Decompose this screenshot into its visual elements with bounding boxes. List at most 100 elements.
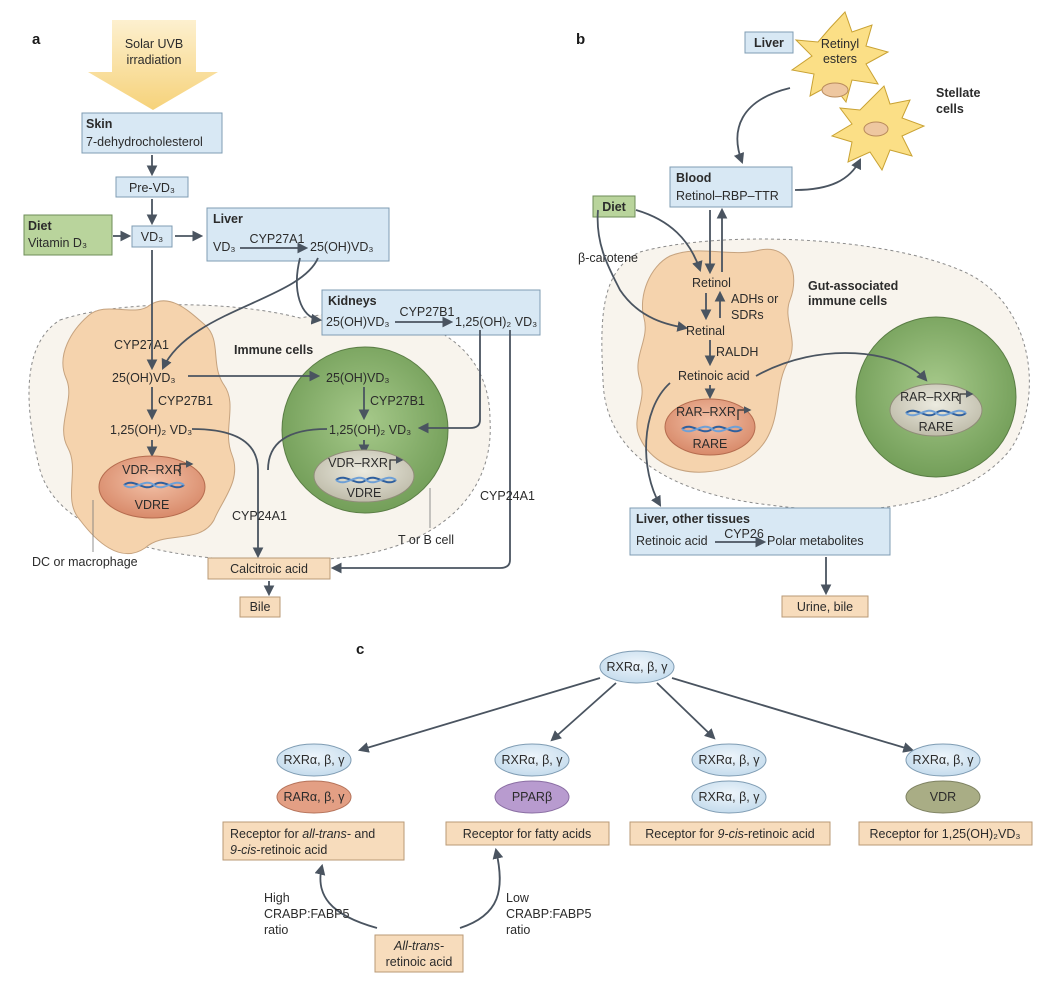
tissues-enzyme: CYP26 [724,527,764,541]
arrow-stellate-blood [733,87,791,165]
raldh-label: RALDH [716,345,758,359]
liver-enzyme: CYP27A1 [250,232,305,246]
arrow-diet-retinol [635,209,703,273]
bile-label: Bile [250,600,271,614]
t-or-b-cell-label: T or B cell [398,533,454,547]
arrow-atra-ppar [459,847,504,929]
blood-subtitle: Retinol–RBP–TTR [676,189,779,203]
low-ratio-1: Low [506,891,530,905]
tissues-title: Liver, other tissues [636,512,750,526]
retinal-label: Retinal [686,324,725,338]
dimer1-rxr-ellipse [276,743,352,777]
stellate-label-1: Stellate [936,86,981,100]
solar-label-1: Solar UVB [125,37,183,51]
retinol-label: Retinol [692,276,731,290]
liver-title-a: Liver [213,212,243,226]
arrow-dc-calcitroic [191,428,264,559]
kidneys-product: 1,25(OH)₂ VD₃ [455,315,537,329]
liver-vd3: VD₃ [213,240,235,254]
solar-uvb-arrow: Solar UVB irradiation [88,20,218,110]
vd3-box [131,225,173,248]
dimer3-desc: Receptor for 9-cis-retinoic acid [645,827,815,841]
tissues-ra: Retinoic acid [636,534,708,548]
diet-subtitle-a: Vitamin D₃ [28,236,87,250]
dimer3-rxr2-ellipse [691,780,767,814]
liver-product: 25(OH)VD₃ [310,240,373,254]
kidneys-enzyme: CYP27B1 [400,305,455,319]
rare-label: RARE [693,437,728,451]
adhs-label-1: ADHs or [731,292,778,306]
dimer1-rar-label: RARα, β, γ [284,790,346,804]
arrow-liver-dc [161,257,319,370]
arrow-kidneys-t [417,330,481,434]
gut-nucleus [889,383,983,437]
cyp24a1-right: CYP24A1 [480,489,535,503]
vd3-label: VD₃ [141,230,163,244]
t-vdr-rxr: VDR–RXR [328,456,388,470]
arrow-ra-gut-cell [755,352,928,382]
calcitroic-label: Calcitroic acid [230,562,308,576]
dimer2-rxr-label: RXRα, β, γ [502,753,564,767]
stellate-cell-1 [790,11,890,104]
dc-vdre: VDRE [135,498,170,512]
t-transcription-arrow [389,456,404,470]
dimer3-rxr2-label: RXRα, β, γ [699,790,761,804]
arrow-rxr-ppar [550,682,617,742]
dimer2-rxr-ellipse [494,743,570,777]
t-125ohvd3: 1,25(OH)₂ VD₃ [329,423,411,437]
atra-label-1: All-trans- [393,939,444,953]
dc-enzyme-1: CYP27A1 [114,338,169,352]
gut-label-1: Gut-associated [808,279,898,293]
dimer1-desc-line1: Receptor for all-trans- and [230,827,375,841]
gut-rar-rxr: RAR–RXR [900,390,960,404]
gut-rare: RARE [919,420,954,434]
dimer2-desc-box [445,821,610,846]
dimer4-desc: Receptor for 1,25(OH)₂VD₃ [870,827,1021,841]
diet-box-a: Diet Vitamin D₃ [23,214,113,256]
arrow-rxr-vdr [671,677,915,753]
dc-125ohvd3: 1,25(OH)₂ VD₃ [110,423,192,437]
tissues-box: Liver, other tissues Retinoic acid CYP26… [629,507,891,556]
dimer2-ppar-label: PPARβ [512,790,552,804]
arrow-kidneys-calcitroic [330,330,511,574]
cyp24a1-left: CYP24A1 [232,509,287,523]
dimer3-rxr-ellipse [691,743,767,777]
panel-a-label: a [32,31,41,48]
dimer2-desc: Receptor for fatty acids [463,827,592,841]
arrow-rxr-rar [357,677,601,753]
dc-vdr-rxr: VDR–RXR [122,463,182,477]
low-ratio-3: ratio [506,923,530,937]
high-ratio-1: High [264,891,290,905]
gut-label-2: immune cells [808,294,887,308]
dimer4-desc-box [858,821,1033,846]
panel-b-label: b [576,31,585,48]
dimer1-desc-box [222,821,405,861]
diet-box-b: Diet [592,195,636,218]
immune-cells-label: Immune cells [234,343,313,357]
liver-box-a: Liver VD₃ CYP27A1 25(OH)VD₃ [206,207,390,262]
urine-box [781,595,869,618]
dimer1-rxr-label: RXRα, β, γ [284,753,346,767]
liver-label-b: Liver [754,36,784,50]
retinyl-label-1: Retinyl [821,37,859,51]
pre-vd3-box [115,176,189,198]
bile-box [239,596,281,618]
blood-title: Blood [676,171,711,185]
dc-25ohvd3: 25(OH)VD₃ [112,371,175,385]
t-nucleus [313,449,415,503]
dimer3-rxr-label: RXRα, β, γ [699,753,761,767]
dimer3-desc-box [629,821,831,846]
arrow-diet-retinal [596,209,689,332]
kidneys-box: Kidneys 25(OH)VD₃ CYP27B1 1,25(OH)₂ VD₃ [321,289,541,336]
arrow-ra-tissues [645,382,671,507]
dimer4-rxr-label: RXRα, β, γ [913,753,975,767]
solar-label-2: irradiation [127,53,182,67]
rar-rxr-label: RAR–RXR [676,405,736,419]
dimer4-vdr-ellipse [905,780,981,814]
rxr-top-ellipse [599,650,675,684]
tissues-product: Polar metabolites [767,534,864,548]
arrow-blood-stellate [794,158,861,191]
kidneys-title: Kidneys [328,294,377,308]
diet-label-b: Diet [602,200,626,214]
